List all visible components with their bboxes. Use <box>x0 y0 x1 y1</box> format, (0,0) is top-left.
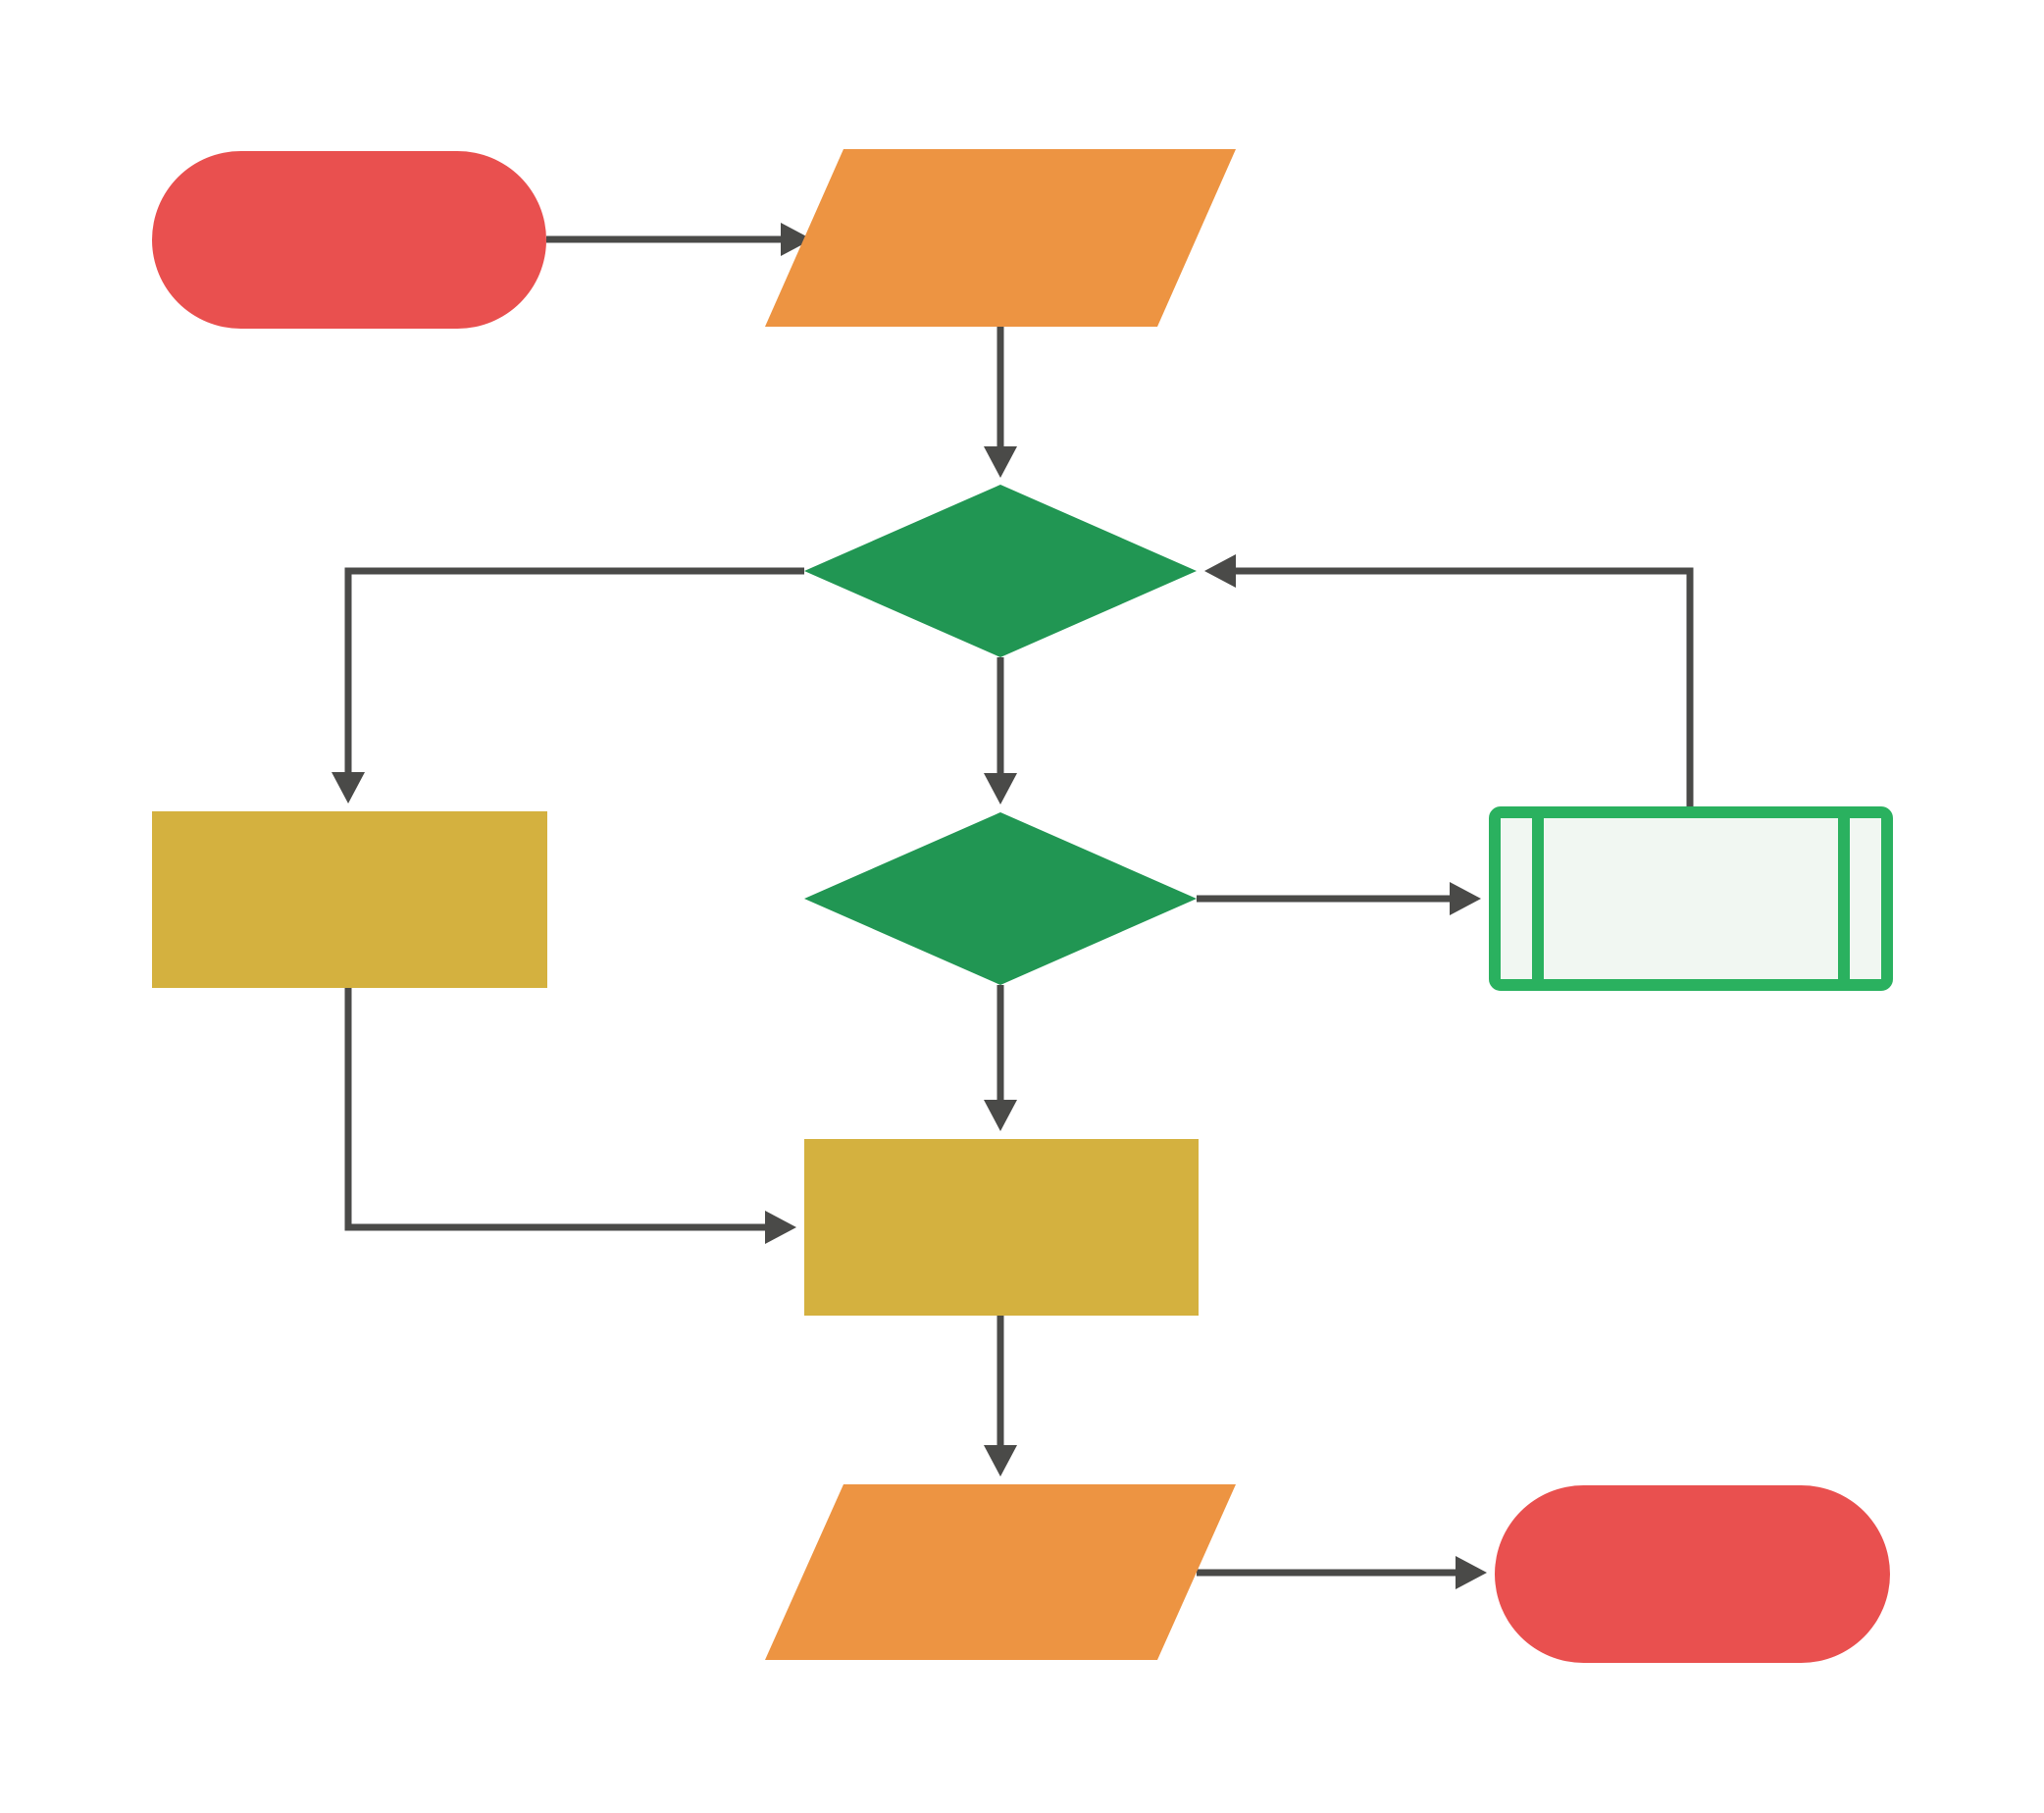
subroutine-box[interactable] <box>1489 806 1893 991</box>
edge-output-to-end[interactable] <box>1197 1556 1487 1589</box>
decision-diamond-1[interactable] <box>804 485 1197 657</box>
nodes-layer <box>152 149 1893 1663</box>
process-box-left[interactable] <box>152 811 547 988</box>
start-terminator[interactable] <box>152 151 546 329</box>
edge-input-to-decision1[interactable] <box>984 327 1017 478</box>
edge-start-to-input[interactable] <box>546 223 812 256</box>
decision-diamond-2[interactable] <box>804 812 1197 985</box>
edge-processA-to-processB[interactable] <box>344 988 796 1244</box>
end-terminator[interactable] <box>1495 1485 1890 1663</box>
process-box-center[interactable] <box>804 1139 1199 1316</box>
connectors-layer <box>332 223 1694 1589</box>
edge-processB-to-output[interactable] <box>984 1316 1017 1476</box>
edge-decision1-to-decision2[interactable] <box>984 657 1017 804</box>
output-parallelogram[interactable] <box>765 1484 1236 1660</box>
input-parallelogram[interactable] <box>765 149 1236 327</box>
edge-decision1-to-processA[interactable] <box>332 567 804 803</box>
edge-subroutine-to-decision1[interactable] <box>1204 554 1694 806</box>
edge-decision2-to-processB[interactable] <box>984 985 1017 1131</box>
edge-decision2-to-subroutine[interactable] <box>1197 882 1481 915</box>
